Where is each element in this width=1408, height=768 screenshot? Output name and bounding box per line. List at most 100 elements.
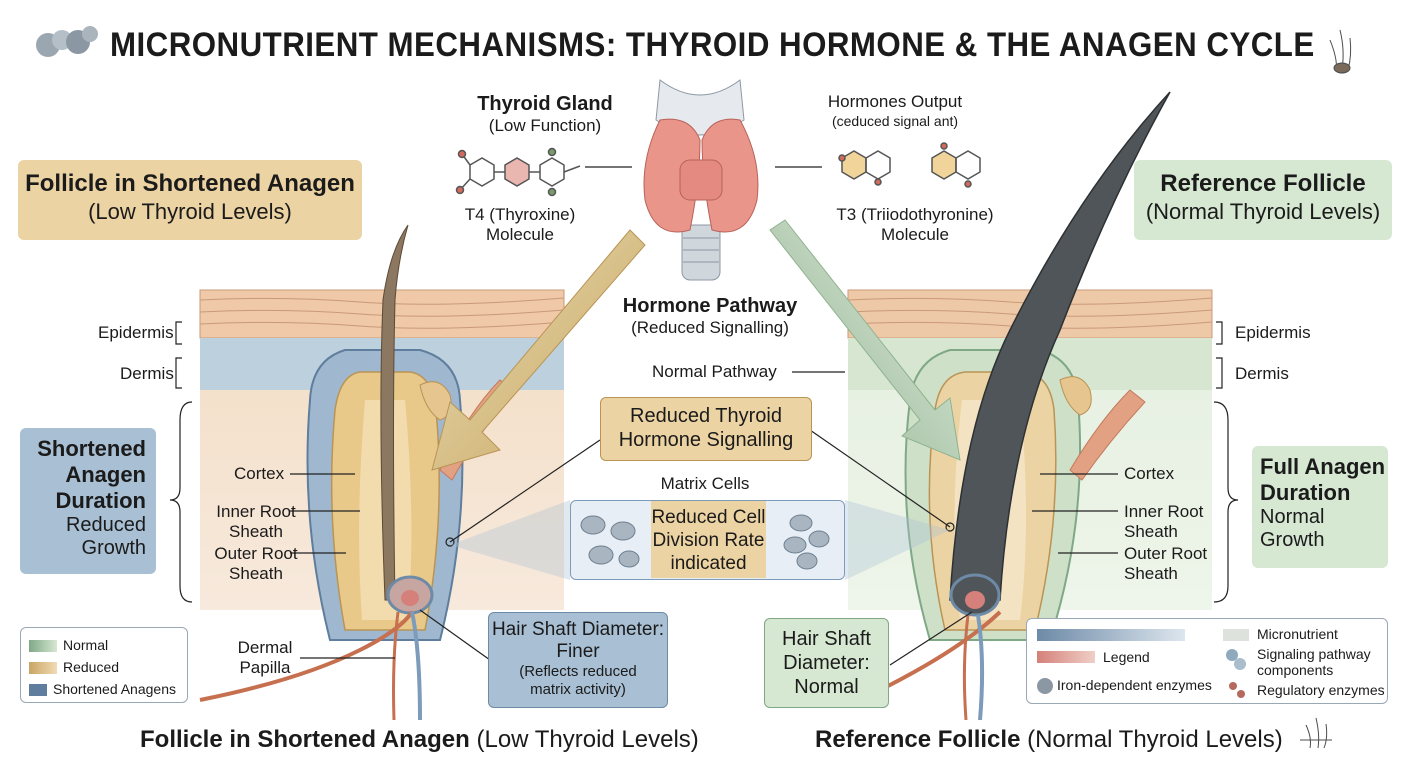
shaft-normal-line1: Hair Shaft <box>782 628 871 650</box>
normal-pathway-arrow <box>769 219 961 461</box>
hormone-pathway-label: Hormone Pathway (Reduced Signalling) <box>605 294 815 338</box>
hormones-output-subtitle: (ceduced signal ant) <box>831 113 959 129</box>
legend-item-reduced: Reduced <box>29 656 179 678</box>
matrix-line1: Reduced Cell <box>651 507 766 528</box>
hormones-output-label: Hormones Output (ceduced signal ant) <box>805 92 985 130</box>
regulatory-enzyme-icon <box>1229 682 1245 698</box>
reduced-pathway-arrow <box>431 229 646 471</box>
hair-follicle-small-icon <box>1300 717 1332 749</box>
right-header-title: Reference Follicle <box>1160 170 1366 197</box>
shaft-normal-box: Hair Shaft Diameter: Normal <box>764 618 889 708</box>
legend-sig-line1: Signaling pathway <box>1257 646 1371 662</box>
legend-item-normal: Normal <box>29 634 179 656</box>
left-irs-label: Inner Root Sheath <box>200 502 312 542</box>
t4-word: Molecule <box>485 225 555 244</box>
left-ors-label: Outer Root Sheath <box>200 544 312 584</box>
left-irs-line2: Sheath <box>229 522 283 541</box>
short-anagen-line2: Anagen <box>65 462 146 487</box>
reduced-signal-line2: Hormone Signalling <box>618 429 794 451</box>
legend-iron: Iron-dependent enzymes <box>1037 677 1212 695</box>
reduced-signal-line1: Reduced Thyroid <box>630 405 782 427</box>
zoom-beam-left <box>450 500 570 580</box>
shaft-finer-box: Hair Shaft Diameter: Finer (Reflects red… <box>488 612 668 708</box>
legend-sig-line2: components <box>1257 662 1334 678</box>
right-epidermis-label: Epidermis <box>1235 323 1311 342</box>
matrix-reduced-box: Reduced Cell Division Rate indicated <box>651 501 766 578</box>
t4-molecule-icon <box>455 147 581 197</box>
t3-molecule-icon <box>838 142 981 188</box>
full-anagen-line4: Growth <box>1260 529 1325 551</box>
dermal-papilla-label: Dermal Papilla <box>225 638 305 678</box>
hair-follicle-icon <box>1329 29 1352 74</box>
legend-iron-label: Iron-dependent enzymes <box>1057 677 1212 693</box>
shaft-finer-line2: Finer <box>556 641 600 662</box>
left-dermis-label: Dermis <box>120 364 174 383</box>
bottom-left-bold: Follicle in Shortened Anagen <box>140 726 470 753</box>
right-follicle-header: Reference Follicle (Normal Thyroid Level… <box>1134 160 1392 240</box>
bottom-right-normal: (Normal Thyroid Levels) <box>1020 726 1283 753</box>
legend-title: Legend <box>1103 649 1150 665</box>
normal-pathway-label: Normal Pathway <box>652 362 777 381</box>
left-irs-line1: Inner Root <box>216 502 296 521</box>
legend-blue-gradient <box>1037 629 1185 641</box>
right-irs-line2: Sheath <box>1124 522 1178 541</box>
left-legend: Normal Reduced Shortened Anagens <box>20 627 188 703</box>
thyroid-subtitle: (Low Function) <box>488 116 602 135</box>
matrix-cells-left-icon <box>580 515 640 568</box>
t3-word: Molecule <box>880 225 950 244</box>
iron-enzyme-icon <box>1037 678 1053 695</box>
matrix-line3: indicated <box>670 553 747 574</box>
thyroid-gland-illustration <box>643 79 759 281</box>
page-title: MICRONUTRIENT MECHANISMS: THYROID HORMON… <box>110 26 1315 64</box>
shaft-finer-line4: matrix activity) <box>530 681 626 698</box>
right-ors-line2: Sheath <box>1124 564 1178 583</box>
full-anagen-line1: Full Anagen <box>1260 454 1386 479</box>
matrix-cells-label: Matrix Cells <box>660 474 750 493</box>
right-ors-label: Outer Root Sheath <box>1124 544 1207 584</box>
shortened-swatch <box>29 684 47 697</box>
bottom-left-normal: (Low Thyroid Levels) <box>469 726 699 753</box>
thyroid-gland-label: Thyroid Gland (Low Function) <box>455 92 635 136</box>
leader-lines <box>169 166 1239 666</box>
hormones-output-title: Hormones Output <box>827 92 963 111</box>
right-header-subtitle: (Normal Thyroid Levels) <box>1145 199 1381 224</box>
shaft-normal-line3: Normal <box>794 676 859 698</box>
bottom-right-caption: Reference Follicle (Normal Thyroid Level… <box>815 726 1283 754</box>
t3-label: T3 (Triiodothyronine) Molecule <box>810 205 1020 245</box>
legend-red-gradient <box>1037 651 1095 663</box>
short-anagen-line5: Growth <box>81 537 146 559</box>
left-header-subtitle: (Low Thyroid Levels) <box>88 199 292 224</box>
short-anagen-line3: Duration <box>55 488 146 513</box>
full-anagen-line2: Duration <box>1260 480 1351 505</box>
left-ors-line1: Outer Root <box>214 544 298 563</box>
t4-label: T4 (Thyroxine) Molecule <box>430 205 610 245</box>
right-dermis-label: Dermis <box>1235 364 1289 383</box>
right-cortex-label: Cortex <box>1124 464 1175 483</box>
left-skin-cross-section <box>199 224 565 721</box>
legend-sig: Signaling pathway components <box>1257 646 1371 678</box>
full-anagen-line3: Normal <box>1260 506 1325 528</box>
matrix-line2: Division Rate <box>652 530 765 551</box>
shaft-finer-line3: (Reflects reduced <box>519 663 637 680</box>
right-irs-label: Inner Root Sheath <box>1124 502 1203 542</box>
enzyme-cluster-icon <box>36 26 98 57</box>
shaft-normal-line2: Diameter: <box>783 652 870 674</box>
legend-shortened-label: Shortened Anagens <box>53 681 176 697</box>
zoom-beam-right <box>845 500 950 580</box>
matrix-cells-right-icon <box>783 514 830 570</box>
full-anagen-box: Full Anagen Duration Normal Growth <box>1252 446 1388 568</box>
legend-micro-label: Micronutrient <box>1257 626 1338 642</box>
right-irs-line1: Inner Root <box>1124 502 1204 521</box>
legend-reduced-label: Reduced <box>63 659 120 675</box>
short-anagen-line4: Reduced <box>65 514 146 536</box>
signaling-pathway-icon <box>1226 649 1246 670</box>
t4-name: T4 (Thyroxine) <box>464 205 576 224</box>
pathway-subtitle: (Reduced Signalling) <box>631 318 789 337</box>
bottom-right-bold: Reference Follicle <box>815 726 1021 753</box>
bottom-left-caption: Follicle in Shortened Anagen (Low Thyroi… <box>140 726 699 754</box>
right-skin-cross-section <box>847 91 1213 721</box>
dermal-papilla-line2: Papilla <box>239 658 291 677</box>
left-ors-line2: Sheath <box>229 564 283 583</box>
legend-item-shortened: Shortened Anagens <box>29 678 179 700</box>
reduced-swatch <box>29 662 57 675</box>
